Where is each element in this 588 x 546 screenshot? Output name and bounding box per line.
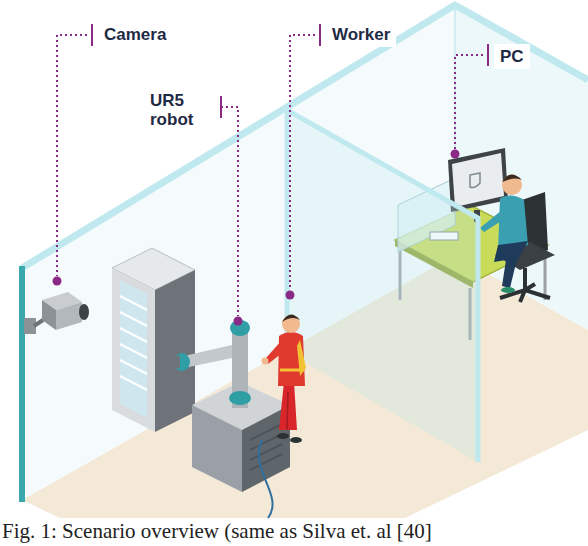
user-shoe [501,287,515,293]
camera-front [56,302,82,330]
screen-icon [470,173,480,188]
glass-partition [287,110,478,462]
rack-side [155,270,195,432]
worker-torso [278,332,305,386]
leader-dots [53,150,460,326]
chair-post [523,268,527,290]
worker-arm [266,340,286,364]
worker-hair [282,314,300,322]
camera-lens [79,304,89,320]
camera-side [42,300,56,330]
leader-lines [57,24,488,316]
user-legs [494,241,528,288]
callout-label: PC [494,44,530,69]
figure-caption: Fig. 1: Scenario overview (same as Silva… [2,519,432,543]
worker-head [282,315,300,333]
user-arm [480,210,506,232]
robot-forearm [184,345,232,368]
callout-label: Camera [98,22,172,47]
wall-front-edge [19,266,25,502]
monitor [448,148,508,212]
worker-leg-gap [287,392,288,430]
cable [259,440,273,518]
base-left [192,405,242,492]
worker-shoe [277,433,289,439]
base-vents [250,424,282,470]
worker-stripe [297,340,306,376]
callout-label: Worker [326,22,396,47]
rack-front [112,268,155,432]
rack-glass [120,280,147,418]
worker-hand [262,358,269,365]
monitor-screen [452,153,504,207]
worker-legs [279,382,297,430]
partition-frame [287,110,478,462]
robot-joint [229,391,251,405]
rack-shelves [120,296,147,390]
robot-tool [172,356,180,368]
user-hair [502,174,522,182]
callout-label: UR5 robot [144,88,218,132]
worker-shoe [290,437,302,443]
user-head [502,175,522,195]
